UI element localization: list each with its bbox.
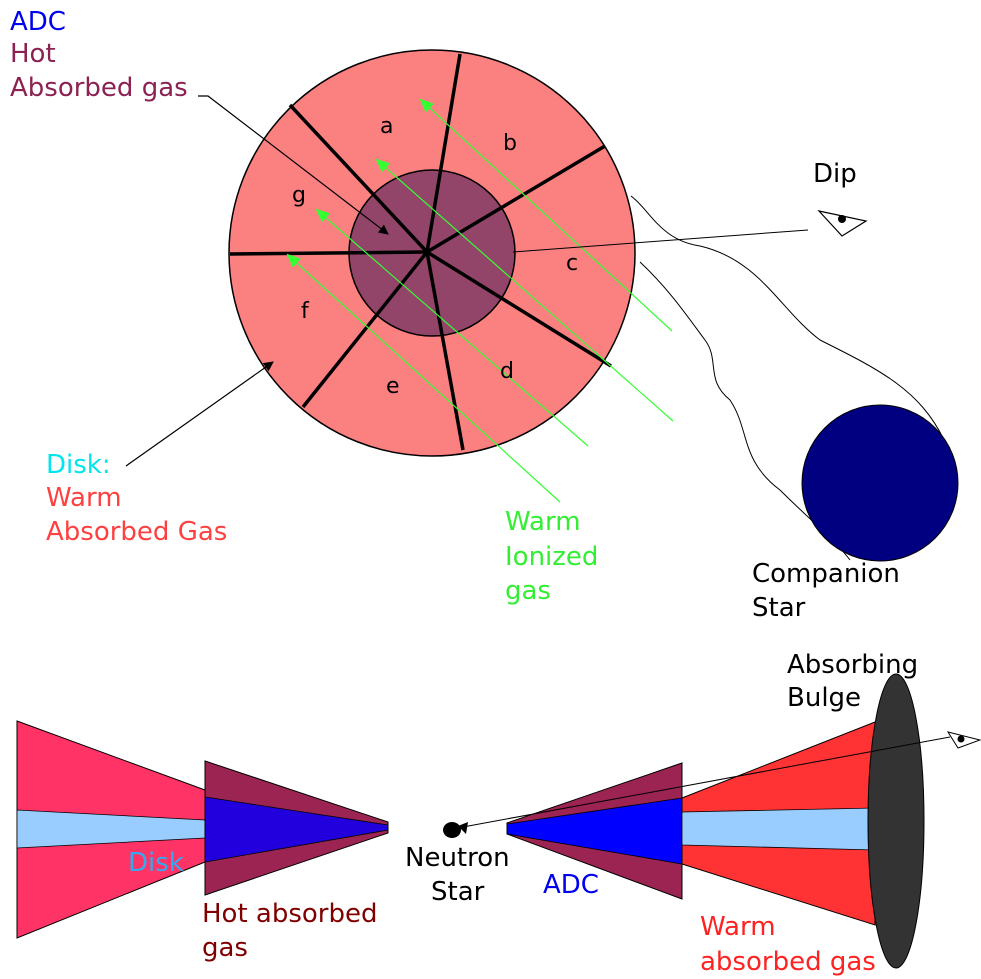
neutron-star-label-line1: Neutron [405,843,510,873]
dip-label: Dip [813,159,857,189]
neutron-star-icon [443,822,468,838]
neutron-star-label-line2: Star [431,877,485,907]
left-adc-cone [204,796,389,863]
companion-label-line1: Companion [752,559,900,589]
warm-ionized-label-line1: Warm [505,507,581,537]
disk-label-line3: Absorbed Gas [46,517,227,547]
bulge-label-line1: Absorbing [787,650,918,680]
companion-label-line2: Star [752,593,806,623]
warm-ionized-label-line3: gas [505,576,551,606]
adc-label-line3: Absorbed gas [10,73,188,103]
side-sightline [462,736,951,828]
segment-label-c: c [566,251,578,276]
bulge-label-line2: Bulge [787,683,861,713]
side-adc-label: ADC [543,870,599,900]
eye-icon [817,210,868,237]
adc-label-line2: Hot [10,39,56,69]
ionized-gas-arrows [286,98,674,503]
companion-star [801,404,959,562]
adc-label-line1: ADC [10,7,66,37]
right-disk-band [681,807,876,851]
accretion-stream-lower [639,261,851,561]
disk-label-line1: Disk: [46,450,111,480]
side-view: Disk Hot absorbed gas Neutron Star ADC A… [16,650,981,977]
segment-label-a: a [380,114,393,139]
sector-dividers [229,53,612,451]
side-warm-label-line2: absorbed gas [700,947,876,977]
segment-label-f: f [301,299,310,324]
disk-pointer [125,361,274,467]
segment-label-d: d [500,359,514,384]
absorbing-bulge [867,673,925,969]
adc-pointer [198,95,389,235]
segment-label-b: b [503,131,517,156]
warm-ionized-label-line2: Ionized [505,542,598,572]
segment-label-e: e [386,374,400,399]
side-disk-label: Disk [128,848,184,878]
side-warm-label-line1: Warm [700,912,776,942]
segment-label-g: g [292,183,306,208]
top-view: a b c d e f g ADC Hot Absorbed gas Dip D… [10,7,959,623]
side-hot-label-line2: gas [202,933,248,963]
dip-sightline [512,229,809,253]
side-eye-icon [946,731,981,749]
accretion-stream-upper [630,195,945,441]
side-hot-label-line1: Hot absorbed [202,899,378,929]
disk-label-line2: Warm [46,483,122,513]
